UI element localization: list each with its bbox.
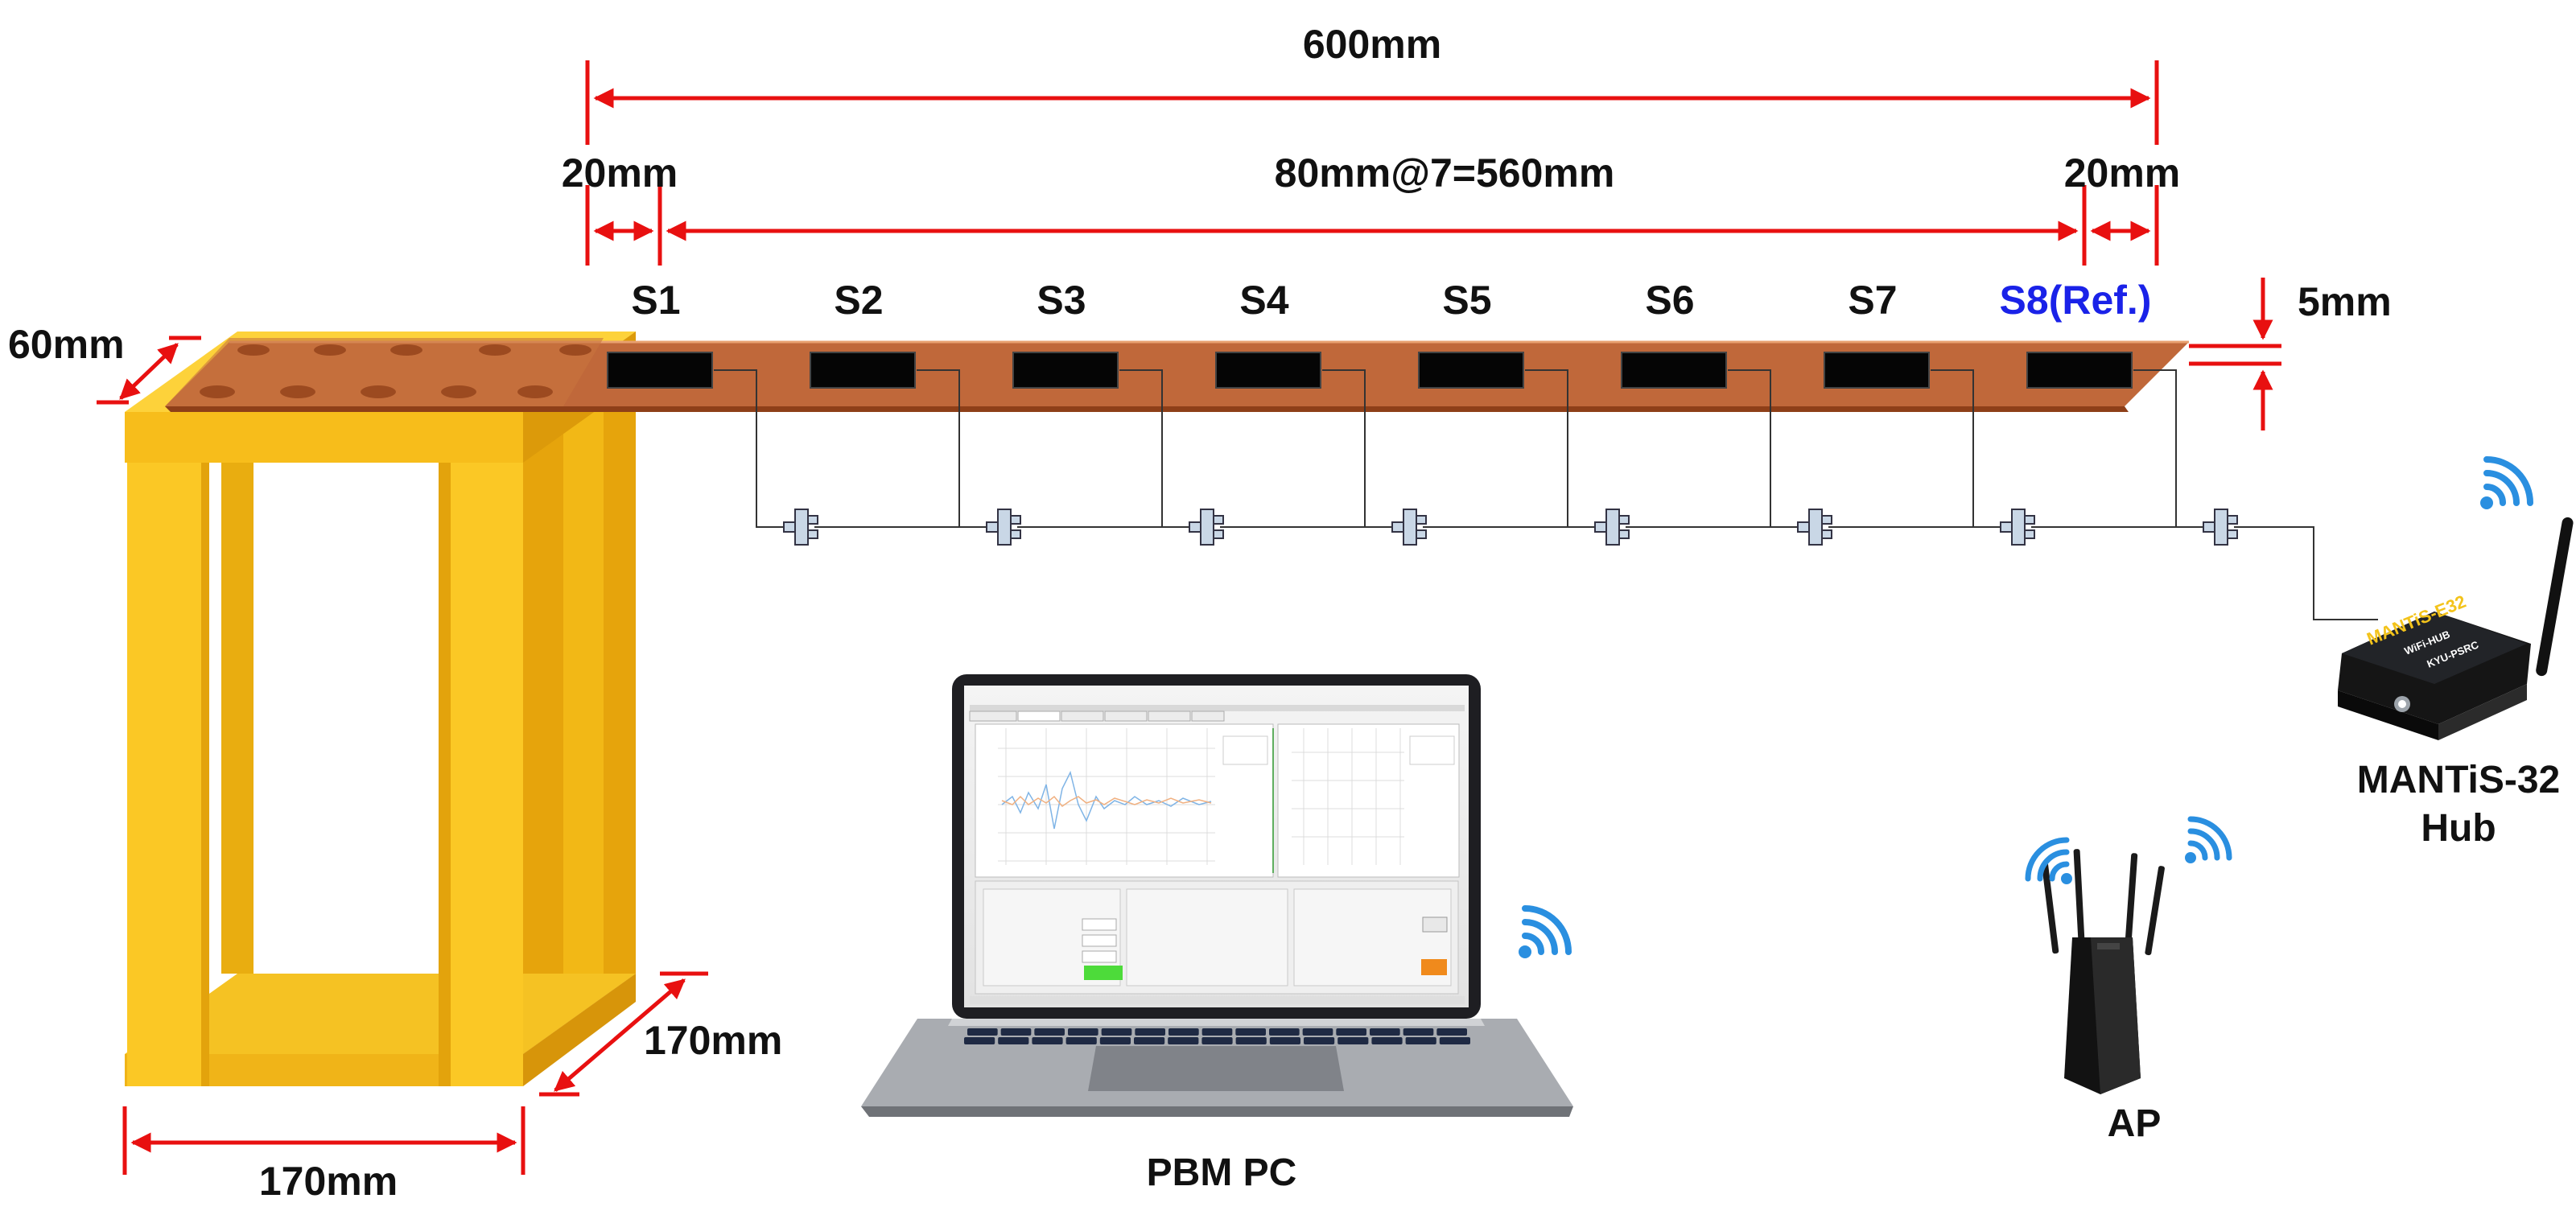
sensor-wire — [714, 369, 795, 528]
sensor-block — [1824, 352, 1930, 389]
dim-support-width: 170mm — [259, 1159, 398, 1204]
dimension-labels: 600mm 20mm 80mm@7=560mm 20mm 5mm 60mm 17… — [8, 22, 2392, 1204]
keyboard-key — [1201, 1028, 1233, 1036]
ap-wifi-left-icon — [2025, 837, 2072, 884]
dim-end-gap-left: 20mm — [562, 150, 678, 196]
keyboard-key — [967, 1028, 998, 1036]
keyboard-key — [1235, 1028, 1266, 1036]
connector-icon — [783, 509, 818, 546]
laptop-icon — [861, 674, 1573, 1117]
sensor-label: S8(Ref.) — [2000, 278, 2152, 323]
support-frame — [125, 332, 636, 1086]
connector-icon — [1189, 509, 1224, 546]
keyboard-key — [998, 1037, 1029, 1044]
keyboard-key — [1065, 1037, 1097, 1044]
ap-label: AP — [2108, 1102, 2162, 1145]
keyboard-key — [1135, 1028, 1165, 1036]
keyboard-key — [1302, 1028, 1333, 1036]
ap-wifi-right-icon — [2185, 816, 2232, 863]
keyboard-key — [1000, 1028, 1032, 1036]
dim-spacing: 80mm@7=560mm — [1275, 150, 1615, 196]
connector-icon — [1797, 509, 1832, 546]
keyboard-key — [1235, 1037, 1267, 1044]
keyboard-key — [1439, 1037, 1470, 1044]
sensor-labels: S1 S2 S3 S4 S5 S6 S7 S8(Ref.) — [631, 278, 2151, 323]
dim-support-depth: 170mm — [644, 1018, 782, 1063]
keyboard-key — [1371, 1037, 1403, 1044]
sensor-wire — [1931, 369, 2012, 528]
hub-wifi-icon — [2480, 456, 2533, 509]
sensor-block — [2026, 352, 2133, 389]
sensor-label: S2 — [834, 278, 883, 323]
sensor-wire — [1119, 369, 1201, 528]
keyboard-key — [1403, 1028, 1434, 1036]
hub-icon: MANTiS-E32 WiFi-HUB KYU-PSRC — [2338, 517, 2574, 740]
dim-thickness: 5mm — [2298, 279, 2392, 324]
sensor-label: S1 — [631, 278, 680, 323]
sensor-wire — [1525, 369, 1606, 528]
dim-width: 60mm — [8, 322, 125, 367]
wifi-icon — [1519, 456, 2533, 958]
keyboard-key — [1168, 1028, 1199, 1036]
hub-label-line2: Hub — [2421, 807, 2496, 850]
dim-end-gap-right: 20mm — [2064, 150, 2181, 196]
screen-ui — [969, 705, 1465, 1004]
keyboard-key — [1168, 1037, 1199, 1044]
sensor-block — [810, 352, 916, 389]
access-point-icon — [2041, 849, 2165, 1094]
keyboard-key — [1370, 1028, 1400, 1036]
device-labels: PBM PC AP MANTiS-32 Hub — [1147, 759, 2561, 1194]
keyboard-key — [1405, 1037, 1436, 1044]
sensor-label: S3 — [1037, 278, 1086, 323]
sensor-wire — [1728, 369, 1809, 528]
connector-icon — [1391, 509, 1427, 546]
laptop-wifi-icon — [1519, 905, 1572, 958]
sensor-blocks — [607, 352, 2133, 389]
keyboard-key — [1101, 1028, 1132, 1036]
sensor-wire — [917, 369, 998, 528]
sensor-wiring — [714, 369, 2378, 620]
pc-label: PBM PC — [1147, 1151, 1297, 1194]
dim-total-length: 600mm — [1303, 22, 1441, 67]
keyboard-key — [1304, 1037, 1335, 1044]
sensor-block — [1012, 352, 1119, 389]
hub-wire — [2234, 526, 2378, 620]
sensor-wire — [1322, 369, 1403, 528]
keyboard-key — [1099, 1037, 1131, 1044]
laptop-keyboard — [964, 1028, 1470, 1044]
sensor-block — [607, 352, 713, 389]
keyboard-key — [1336, 1028, 1366, 1036]
connector-icon — [1594, 509, 1630, 546]
keyboard-key — [964, 1037, 995, 1044]
clamp-bolts — [200, 344, 591, 398]
dimension-lines — [97, 60, 2281, 1175]
sensor-block — [1418, 352, 1524, 389]
connector-icon — [986, 509, 1021, 546]
keyboard-key — [1337, 1037, 1369, 1044]
sensor-label: S7 — [1848, 278, 1897, 323]
connector-icon — [2000, 509, 2035, 546]
sensor-block — [1215, 352, 1321, 389]
keyboard-key — [1436, 1028, 1467, 1036]
sensor-wire — [2133, 369, 2215, 528]
keyboard-key — [1068, 1028, 1098, 1036]
sensor-label: S5 — [1442, 278, 1491, 323]
keyboard-key — [1269, 1028, 1300, 1036]
keyboard-key — [1269, 1037, 1300, 1044]
connector-icon — [2203, 509, 2238, 546]
hub-label-line1: MANTiS-32 — [2357, 759, 2561, 801]
keyboard-key — [1201, 1037, 1233, 1044]
keyboard-key — [1134, 1037, 1165, 1044]
touchpad — [1088, 1046, 1344, 1091]
keyboard-key — [1032, 1037, 1063, 1044]
sensor-label: S6 — [1645, 278, 1694, 323]
keyboard-key — [1034, 1028, 1065, 1036]
sensor-label: S4 — [1239, 278, 1288, 323]
sensor-block — [1621, 352, 1727, 389]
